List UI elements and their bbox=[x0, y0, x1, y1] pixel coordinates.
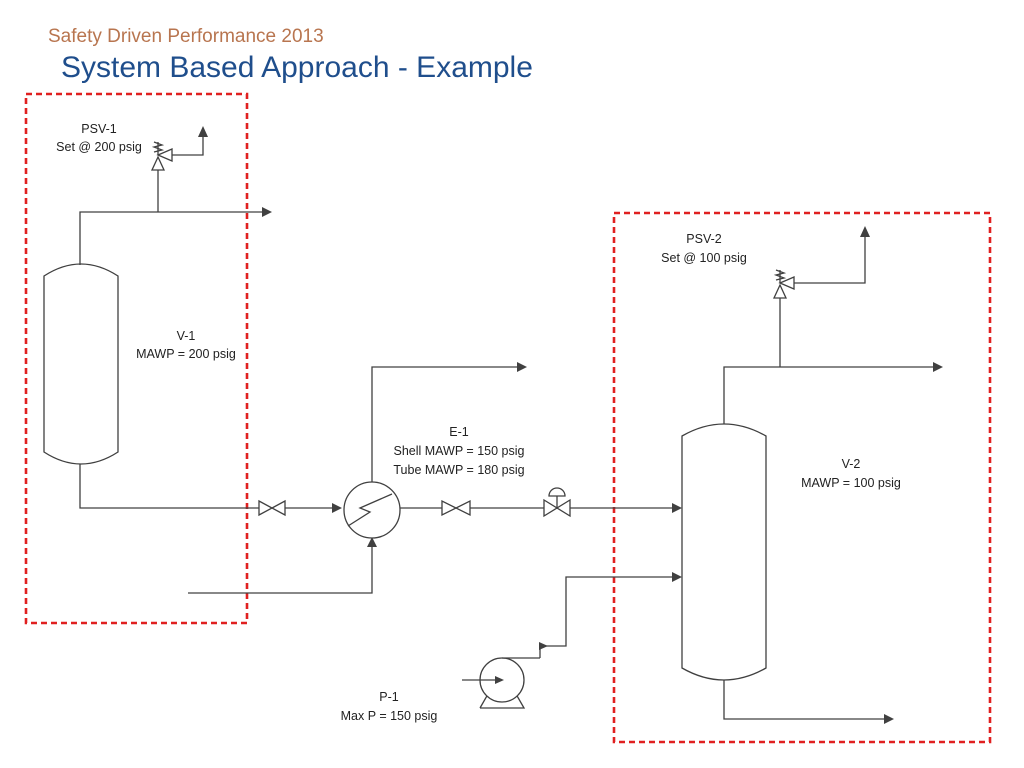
v2-overhead-line bbox=[723, 366, 933, 424]
e1-utility-inlet-line bbox=[188, 547, 373, 594]
psv1-tag: PSV-1 bbox=[81, 122, 116, 136]
p1-discharge-mid-arrow bbox=[539, 642, 548, 650]
vessel-v2 bbox=[681, 423, 767, 681]
psv1-discharge-line bbox=[172, 137, 204, 156]
e1-utility-inlet-arrow bbox=[367, 537, 377, 547]
e1-feed-arrow bbox=[332, 503, 342, 513]
system-boundary-2 bbox=[612, 211, 992, 744]
block-valve-2-icon bbox=[441, 499, 471, 517]
event-title: Safety Driven Performance 2013 bbox=[48, 26, 324, 47]
exchanger-e1 bbox=[343, 481, 401, 539]
p1-discharge-arrow bbox=[672, 572, 682, 582]
slide-header: Safety Driven Performance 2013 System Ba… bbox=[48, 24, 533, 86]
p1-tag: P-1 bbox=[379, 690, 399, 704]
control-valve-icon bbox=[543, 487, 571, 518]
v2-mawp: MAWP = 100 psig bbox=[801, 476, 901, 490]
psv2-discharge-arrow bbox=[860, 226, 870, 237]
v2-bottom-line bbox=[723, 680, 884, 720]
psv1-spring-icon bbox=[151, 141, 165, 153]
v2-overhead-arrow bbox=[933, 362, 943, 372]
v1-overhead-arrow bbox=[262, 207, 272, 217]
v1-tag: V-1 bbox=[177, 329, 196, 343]
psv2-discharge-line bbox=[794, 237, 866, 284]
vessel-v2-group: V-2 MAWP = 100 psig bbox=[681, 423, 901, 681]
p1-discharge-line bbox=[539, 576, 672, 658]
pump-p1-group: P-1 Max P = 150 psig bbox=[341, 657, 540, 723]
e1-tube-mawp: Tube MAWP = 180 psig bbox=[393, 463, 524, 477]
vessel-v1-group: V-1 MAWP = 200 psig bbox=[43, 263, 236, 465]
v1-bottom-line bbox=[79, 464, 259, 509]
e1-top-outlet-line bbox=[371, 366, 517, 482]
block-valve-1-icon bbox=[258, 499, 286, 517]
exchanger-e1-coil-icon bbox=[347, 493, 393, 527]
e1-top-outlet-arrow bbox=[517, 362, 527, 372]
page-title: System Based Approach - Example bbox=[61, 51, 533, 84]
v2-tag: V-2 bbox=[842, 457, 861, 471]
system-boundary-1 bbox=[24, 92, 249, 625]
vessel-v1 bbox=[43, 263, 119, 465]
v1-overhead-line bbox=[79, 211, 262, 265]
exchanger-e1-group: E-1 Shell MAWP = 150 psig Tube MAWP = 18… bbox=[343, 425, 525, 539]
pump-p1-suction-arrow bbox=[495, 676, 504, 684]
psv2-spring-icon bbox=[773, 269, 787, 281]
psv2-inlet-triangle bbox=[772, 283, 788, 299]
psv1-set-pressure: Set @ 200 psig bbox=[56, 140, 142, 154]
psv2-tag: PSV-2 bbox=[686, 232, 721, 246]
v2-bottom-arrow bbox=[884, 714, 894, 724]
v1-mawp: MAWP = 200 psig bbox=[136, 347, 236, 361]
psv1-group: PSV-1 Set @ 200 psig bbox=[56, 122, 208, 212]
p1-max-pressure: Max P = 150 psig bbox=[341, 709, 438, 723]
psv1-discharge-arrow bbox=[198, 126, 208, 137]
psv1-inlet-triangle bbox=[150, 155, 166, 171]
e1-shell-mawp: Shell MAWP = 150 psig bbox=[394, 444, 525, 458]
psv2-set-pressure: Set @ 100 psig bbox=[661, 251, 747, 265]
v2-feed-arrow bbox=[672, 503, 682, 513]
e1-tag: E-1 bbox=[449, 425, 469, 439]
psv2-group: PSV-2 Set @ 100 psig bbox=[661, 226, 870, 367]
